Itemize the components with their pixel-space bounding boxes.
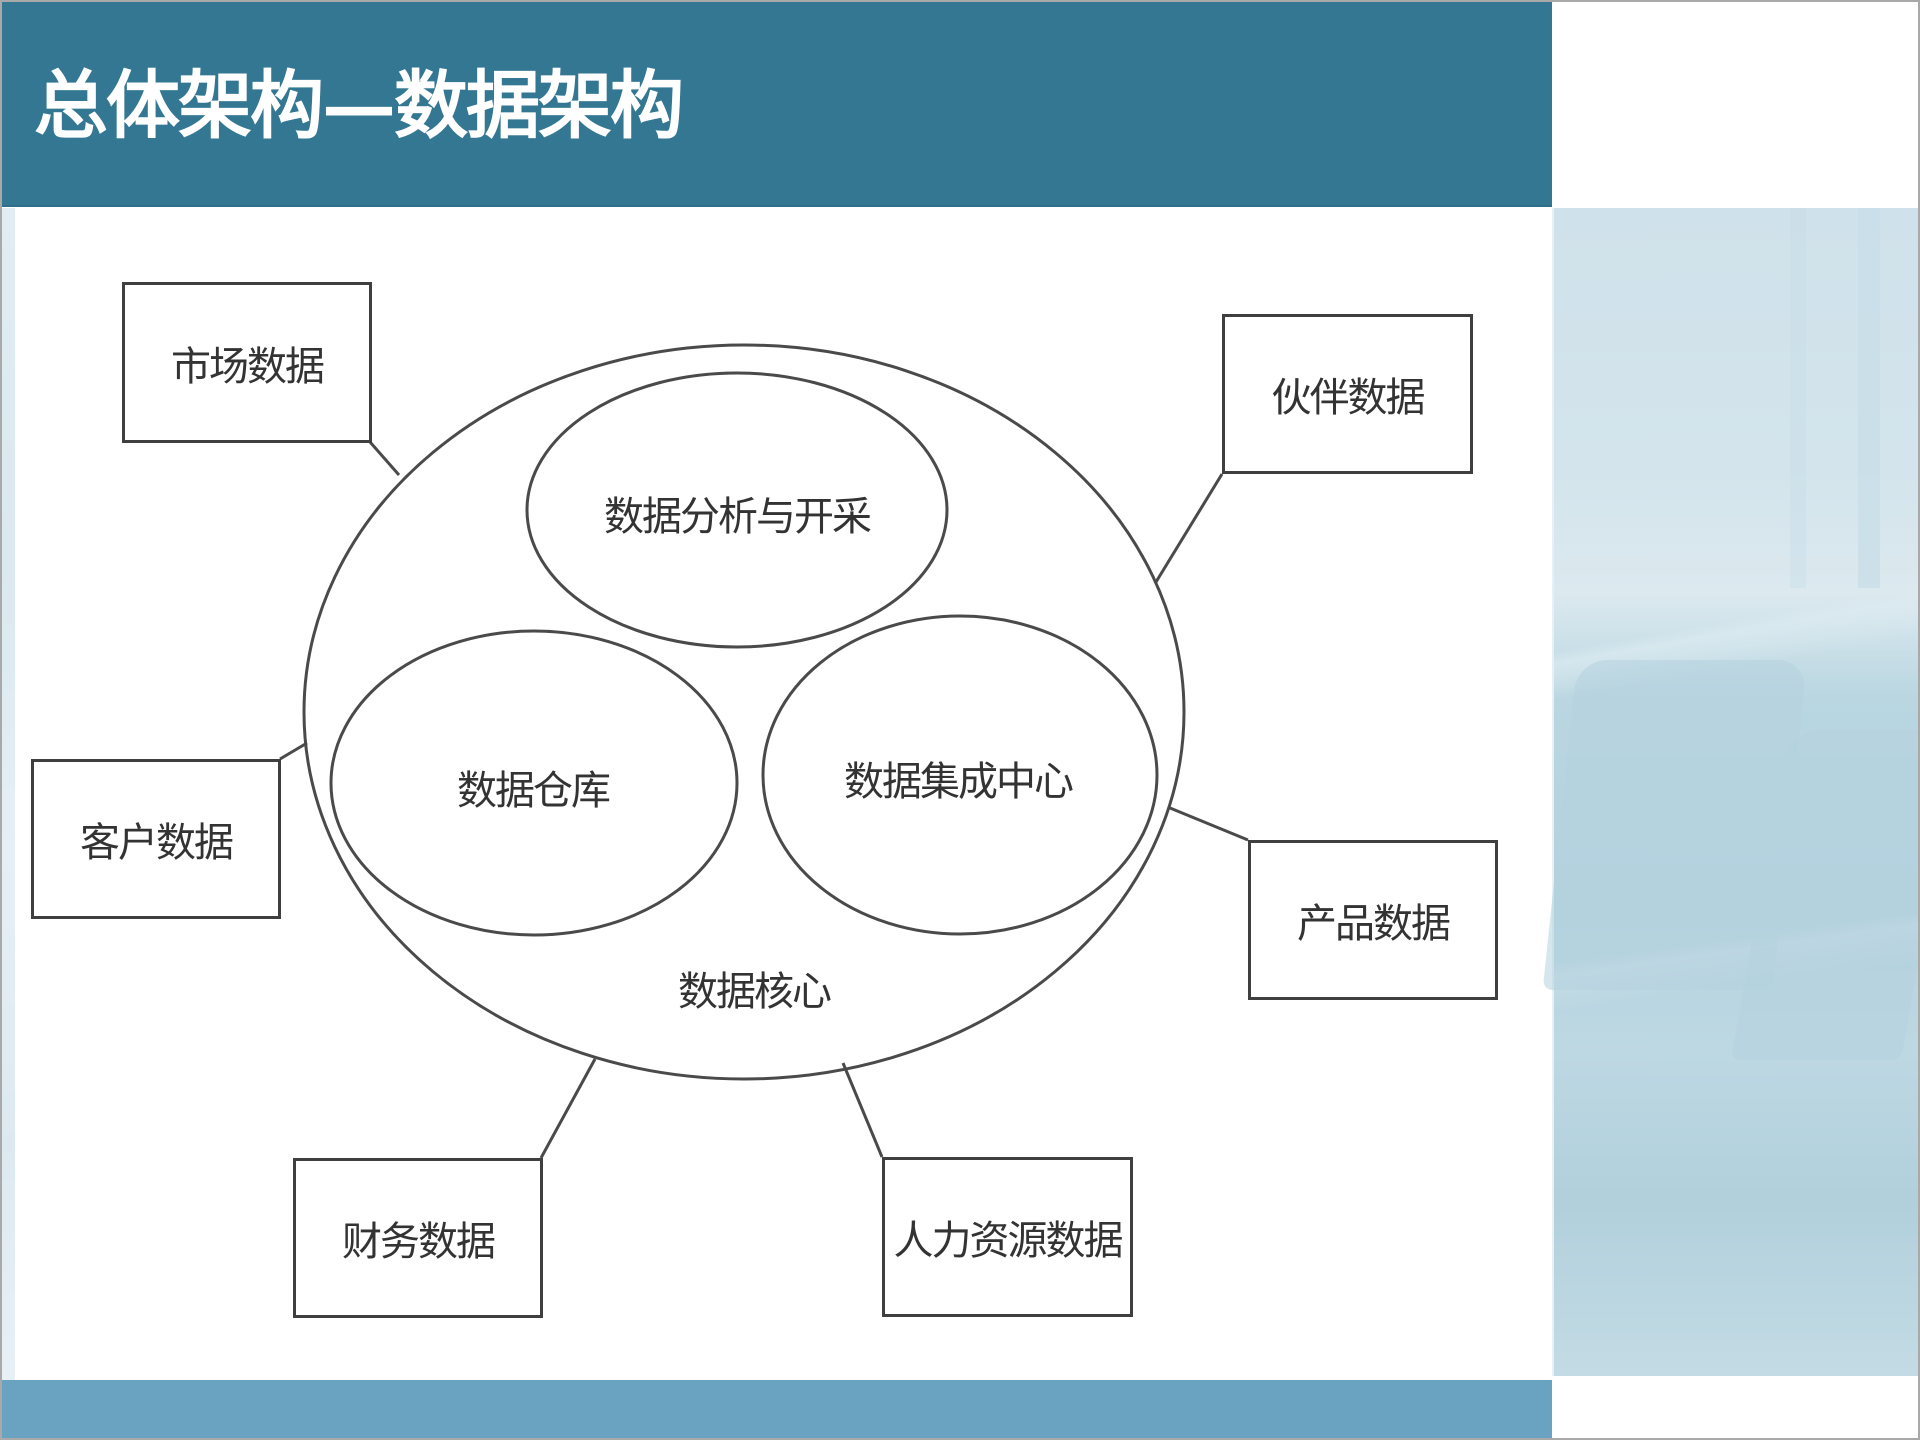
left-decorative-strip (2, 208, 15, 1380)
source-box-partner: 伙伴数据 (1222, 314, 1473, 474)
warehouse-ellipse (329, 629, 739, 937)
source-label: 产品数据 (1297, 901, 1451, 947)
source-box-hr: 人力资源数据 (882, 1157, 1133, 1317)
connector-customer (279, 741, 308, 761)
source-label: 人力资源数据 (893, 1218, 1124, 1264)
source-label: 伙伴数据 (1271, 375, 1426, 421)
integration-ellipse (761, 614, 1159, 936)
slide-title: 总体架构—数据架构 (34, 63, 684, 149)
source-box-customer: 客户数据 (31, 759, 281, 919)
source-box-finance: 财务数据 (293, 1158, 543, 1318)
source-box-market: 市场数据 (122, 282, 372, 443)
source-label: 财务数据 (342, 1219, 496, 1265)
connector-product (1169, 806, 1249, 842)
connector-hr (841, 1062, 884, 1158)
core-label: 数据核心 (678, 969, 832, 1015)
warehouse-label: 数据仓库 (457, 768, 611, 814)
analysis-ellipse (525, 371, 949, 649)
source-label: 客户数据 (80, 820, 234, 866)
connector-finance (539, 1058, 597, 1159)
connector-partner (1154, 473, 1224, 583)
photo-detail (1790, 208, 1806, 588)
photo-detail (1858, 208, 1880, 588)
source-box-product: 产品数据 (1248, 840, 1498, 1000)
footer-bar (0, 1380, 1552, 1440)
source-label: 市场数据 (171, 343, 325, 390)
analysis-label: 数据分析与开采 (604, 494, 872, 540)
core-ellipse (302, 343, 1186, 1081)
header-bar: 总体架构—数据架构 (0, 0, 1552, 207)
connector-market (368, 441, 401, 476)
integration-label: 数据集成中心 (844, 759, 1074, 805)
